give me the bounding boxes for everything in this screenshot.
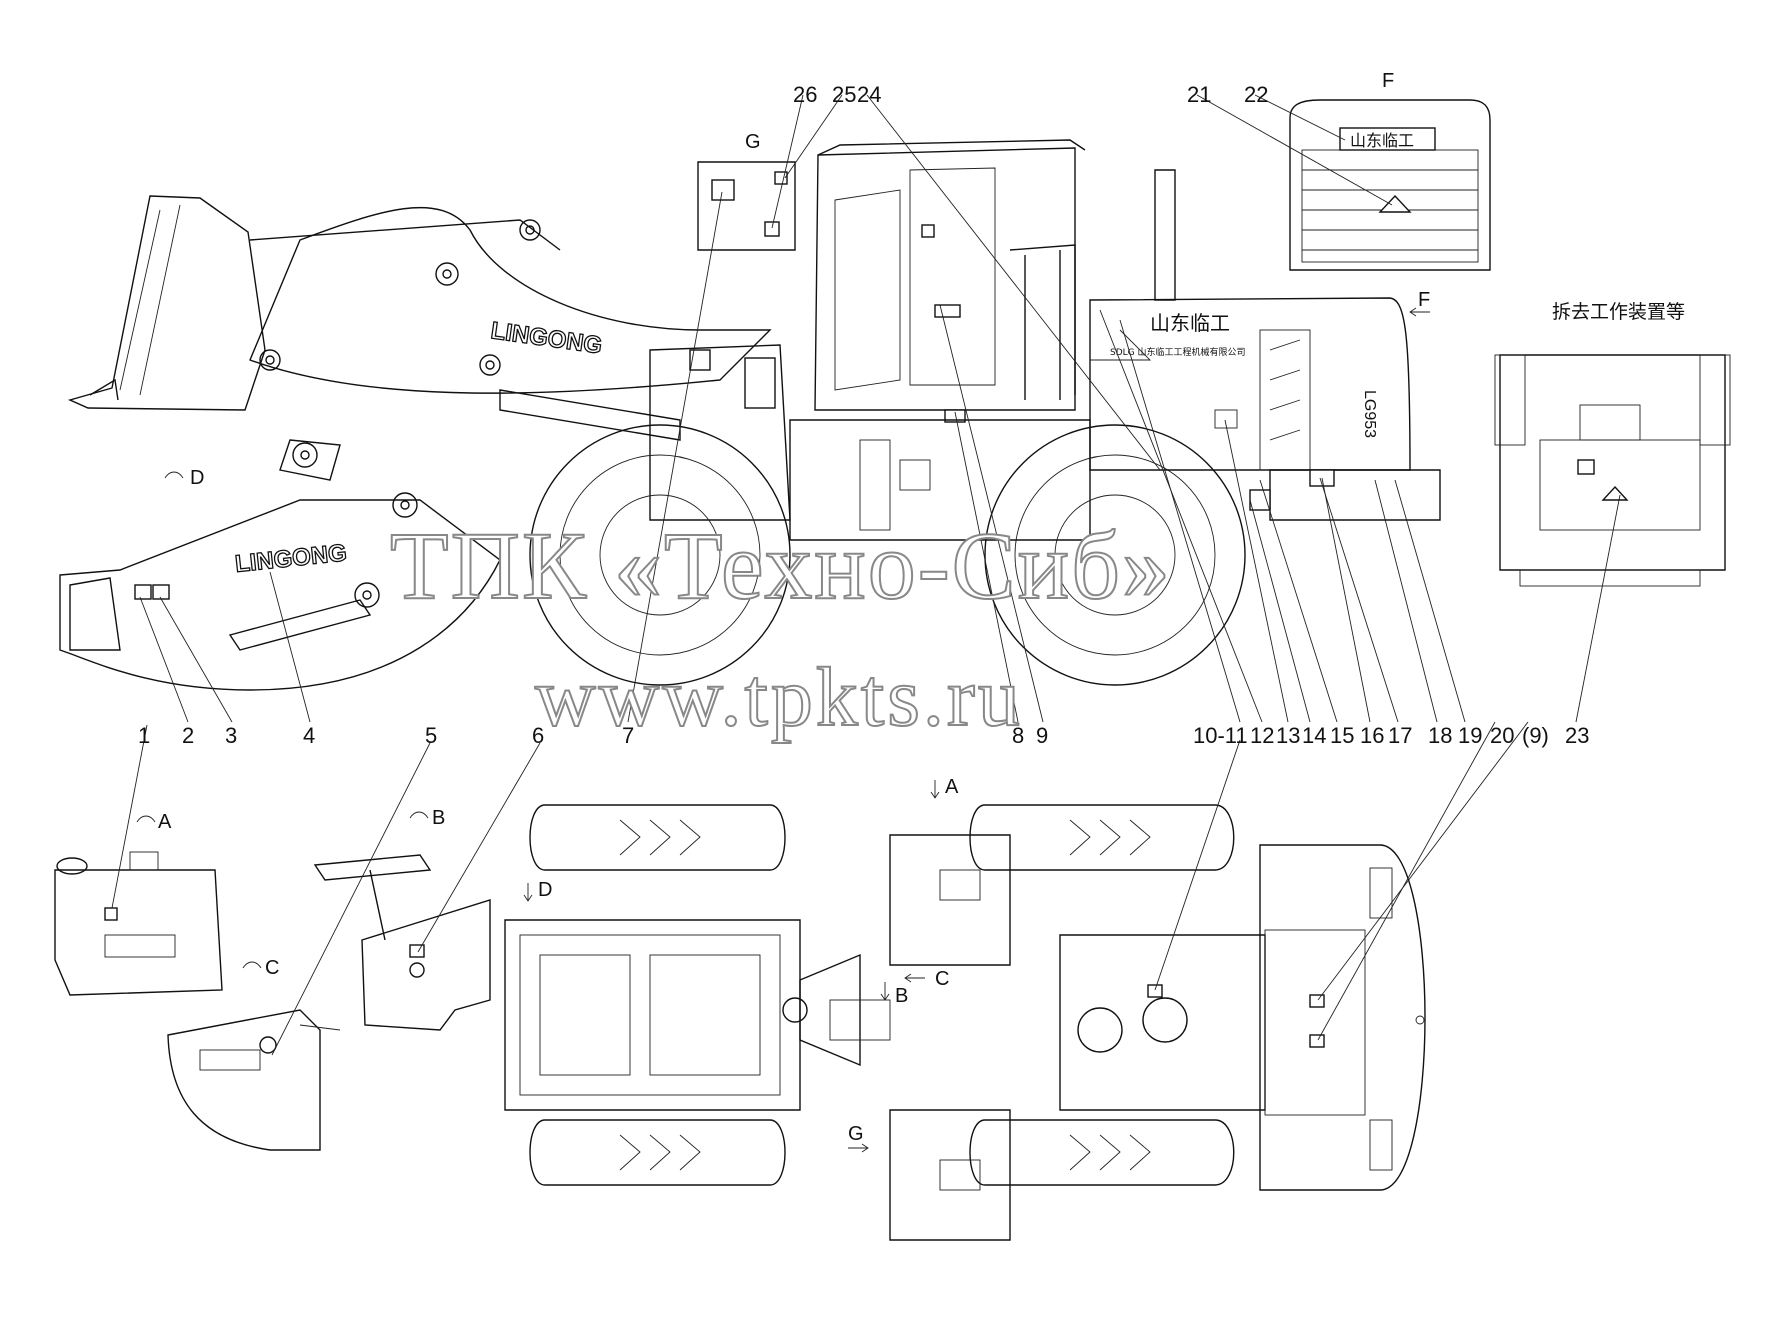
top-view-loader: A D C B G [504, 776, 1426, 1241]
top-rear-tire-upper [969, 804, 1235, 871]
callout-18: 18 [1428, 723, 1452, 748]
callout-22: 22 [1244, 82, 1268, 107]
view-a-detail: A [54, 811, 223, 996]
removed-equipment-view: 拆去工作装置等 [1494, 301, 1731, 587]
view-label-f-arrow: F [1418, 289, 1430, 311]
decal-boom [689, 349, 711, 371]
view-label-a: A [158, 811, 172, 833]
callout-16: 16 [1360, 723, 1384, 748]
callout-26: 26 [793, 82, 817, 107]
callout-24: 24 [857, 82, 881, 107]
top-arrow-b: B [895, 985, 908, 1007]
callout-21: 21 [1187, 82, 1211, 107]
callout-20: 20 [1490, 723, 1514, 748]
front-wheel [529, 424, 791, 686]
callout-23: 23 [1565, 723, 1589, 748]
hood-brand-sub: SDLG 山东临工工程机械有限公司 [1110, 346, 1246, 358]
callout-19: 19 [1458, 723, 1482, 748]
view-c-detail: C [167, 957, 341, 1151]
callout-10-11: 10-11 [1193, 723, 1248, 748]
top-rear-tire-lower [969, 1119, 1235, 1186]
top-front-tire-upper [529, 804, 786, 871]
watermark: ТПК «Техно-Сиб» www.tpkts.ru [389, 511, 1172, 745]
watermark-line2: www.tpkts.ru [535, 651, 1023, 744]
callout-7: 7 [622, 723, 634, 748]
callout-numbers: 1 2 3 4 5 6 7 8 9 10-11 12 13 14 15 16 1… [138, 82, 1589, 748]
view-f-rear: 山东临工 F F [1289, 70, 1491, 317]
top-front-tire-lower [529, 1119, 786, 1186]
grille-brand-cn: 山东临工 [1350, 131, 1414, 150]
callout-2: 2 [182, 723, 194, 748]
hood-brand-cn: 山东临工 [1150, 311, 1230, 335]
top-arrow-c: C [935, 968, 949, 990]
callout-25: 25 [832, 82, 856, 107]
callout-5: 5 [425, 723, 437, 748]
decal-d-1 [134, 584, 152, 600]
callout-12: 12 [1250, 723, 1274, 748]
bucket [67, 195, 266, 411]
view-label-g: G [745, 131, 761, 153]
view-label-f: F [1382, 70, 1394, 92]
callout-4: 4 [303, 723, 315, 748]
removed-equipment-note: 拆去工作装置等 [1552, 301, 1685, 323]
boom-upper [249, 206, 772, 394]
rear-wheel [984, 424, 1246, 686]
view-label-d: D [190, 467, 204, 489]
decal-d-2 [152, 584, 170, 600]
callout-3: 3 [225, 723, 237, 748]
boom-brand-text: LINGONG [489, 317, 604, 359]
callout-14: 14 [1302, 723, 1326, 748]
callout-9: 9 [1036, 723, 1048, 748]
callout-9-paren: (9) [1522, 723, 1549, 748]
engine-hood [1089, 297, 1411, 471]
callout-17: 17 [1388, 723, 1412, 748]
view-g-panel: G [697, 131, 796, 251]
callout-1: 1 [138, 723, 150, 748]
view-label-b: B [432, 807, 445, 829]
top-arrow-a: A [945, 776, 959, 798]
callout-15: 15 [1330, 723, 1354, 748]
callout-13: 13 [1276, 723, 1300, 748]
top-arrow-g: G [848, 1123, 864, 1145]
callout-8: 8 [1012, 723, 1024, 748]
boom-d-brand-text: LINGONG [234, 539, 348, 578]
watermark-line1: ТПК «Техно-Сиб» [390, 512, 1172, 619]
cab [814, 147, 1076, 411]
leader-lines [111, 94, 1621, 1056]
callout-6: 6 [532, 723, 544, 748]
view-label-c: C [265, 957, 279, 979]
top-arrow-d: D [538, 879, 552, 901]
model-label: LG953 [1361, 390, 1378, 438]
